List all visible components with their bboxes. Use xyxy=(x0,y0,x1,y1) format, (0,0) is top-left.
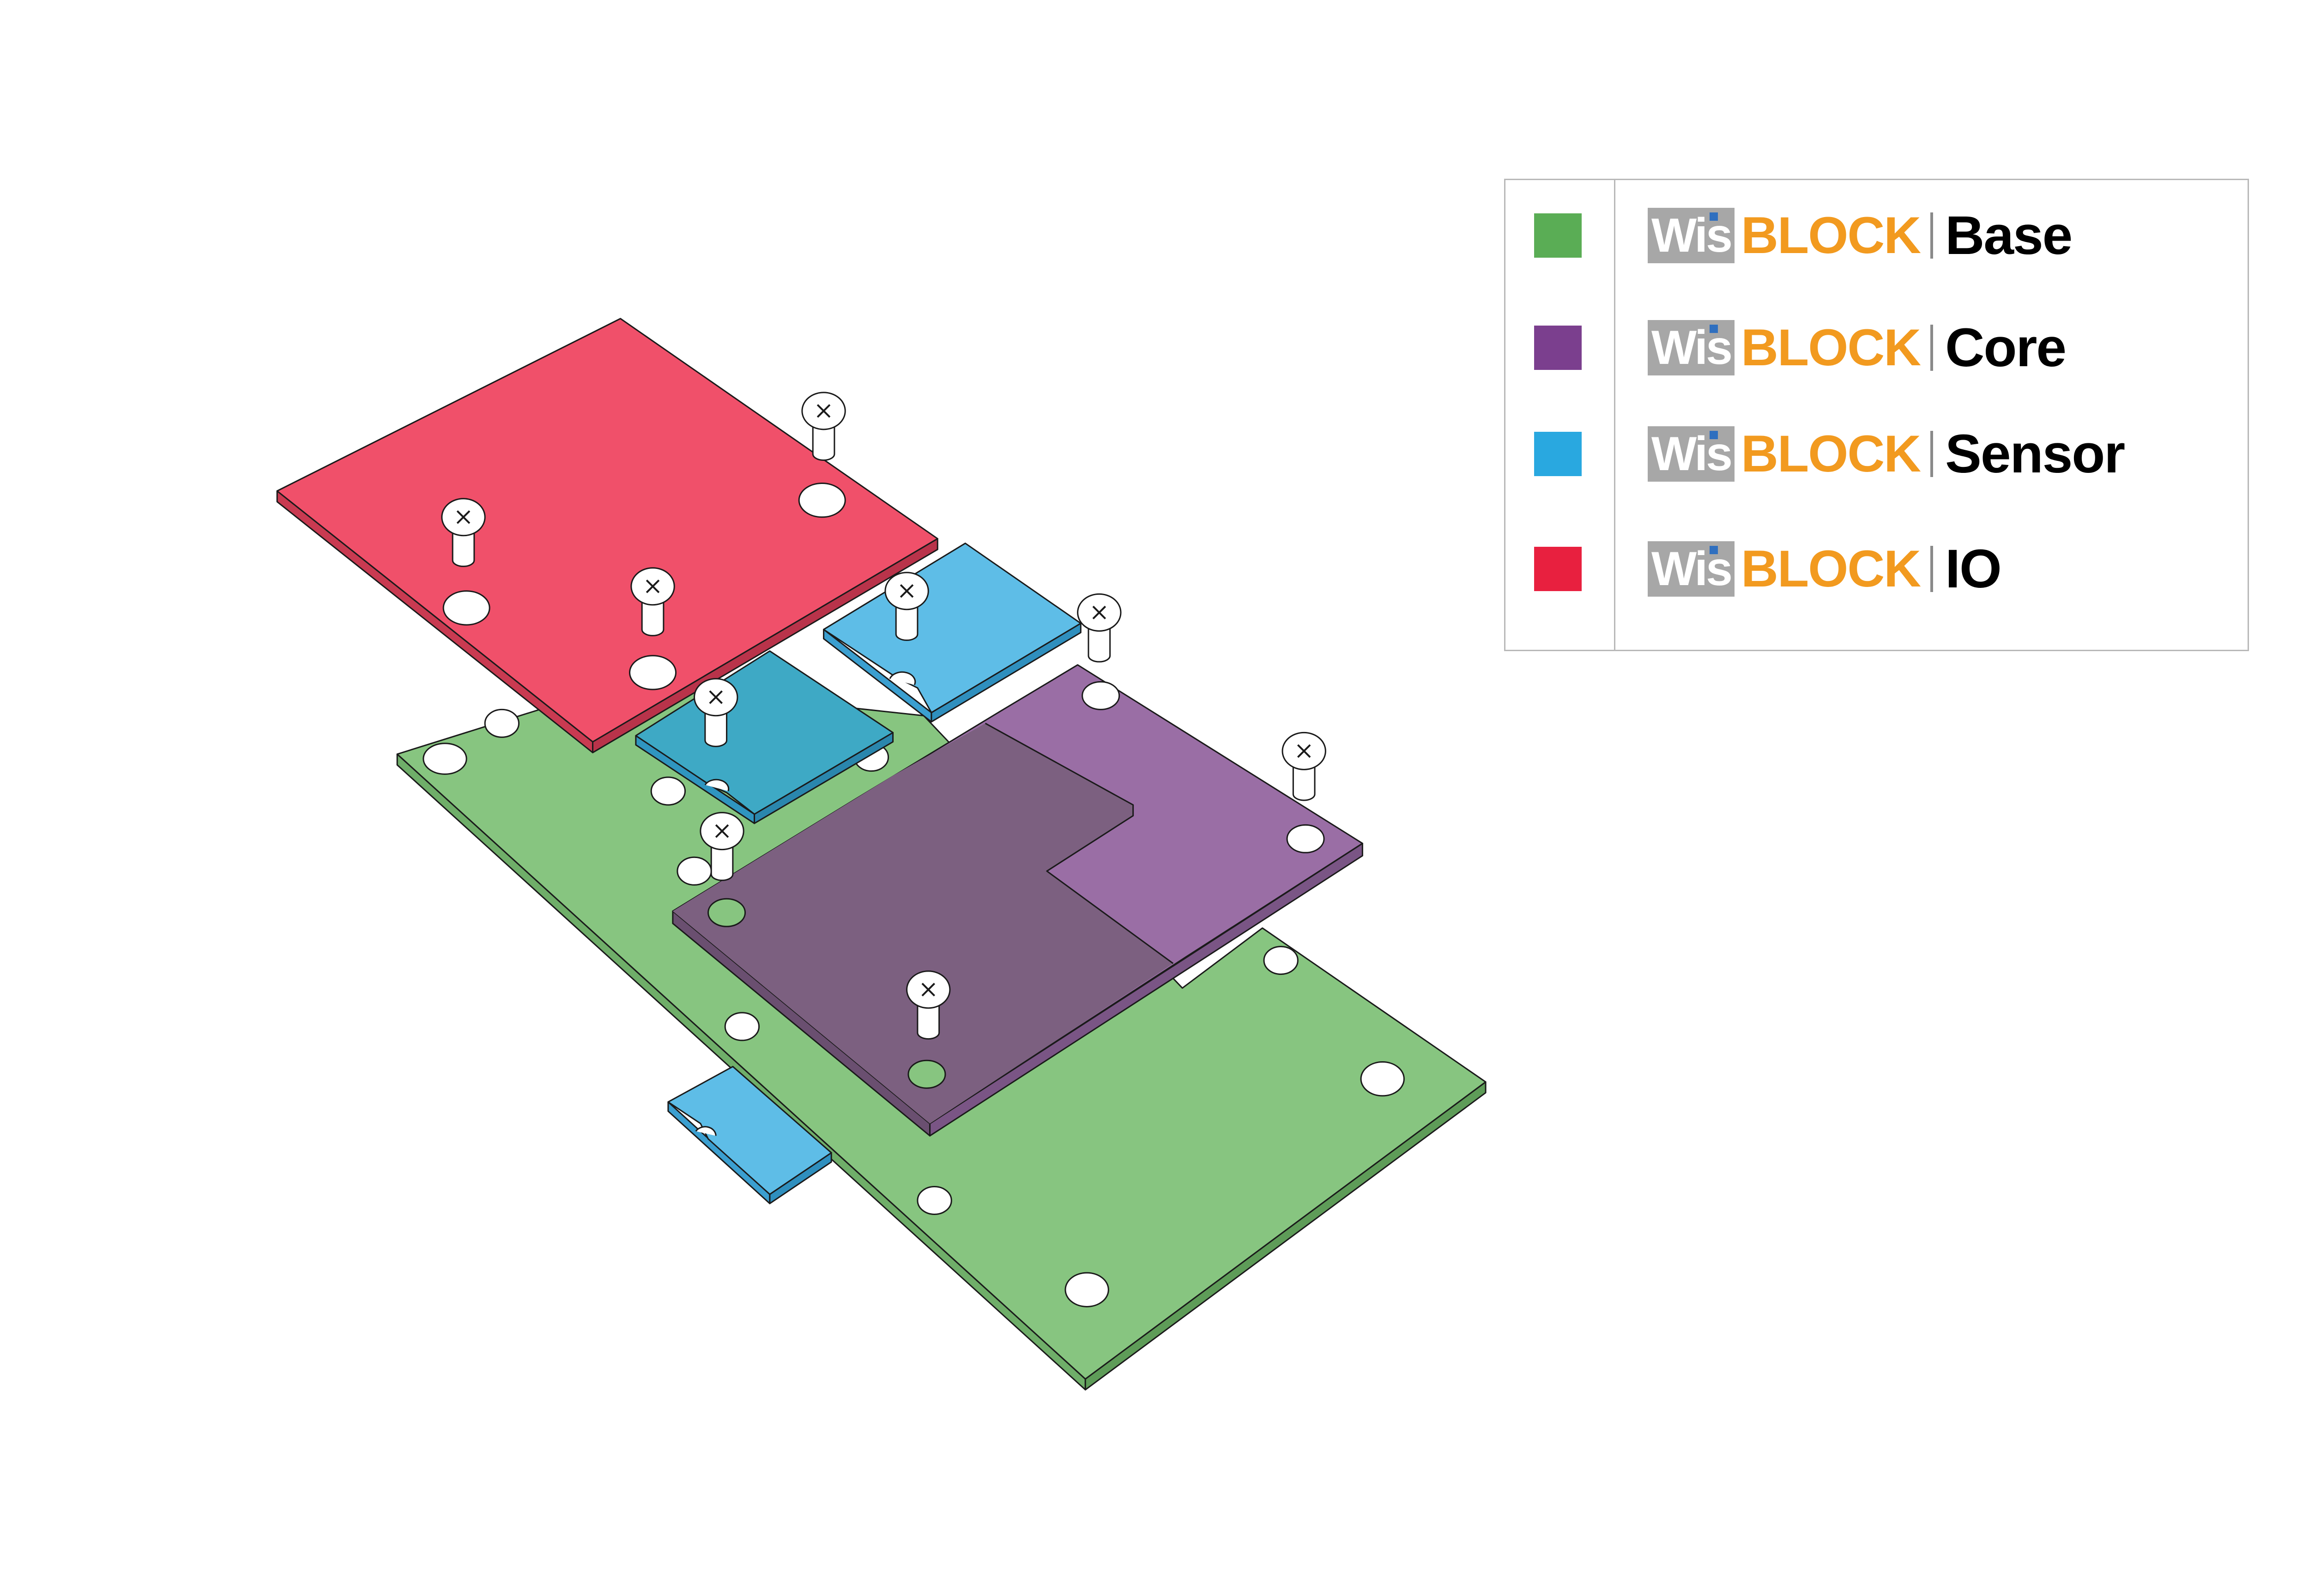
core-board xyxy=(672,664,1363,1137)
logo-block: BLOCK xyxy=(1741,319,1921,376)
core-hole xyxy=(1286,824,1325,853)
legend-divider xyxy=(1614,180,1615,650)
legend-swatch-io xyxy=(1534,547,1582,591)
logo-separator xyxy=(1930,212,1934,259)
screw-shaft xyxy=(710,842,734,881)
logo-separator xyxy=(1930,546,1934,592)
logo-wis: Wis xyxy=(1648,208,1735,263)
base-hole xyxy=(917,1186,952,1215)
screw xyxy=(884,572,929,641)
legend: Wis BLOCK Base Wis BLOCK Core Wis BLOCK … xyxy=(1504,179,2249,651)
wisblock-logo: Wis BLOCK Core xyxy=(1648,317,2067,378)
core-board-overlap xyxy=(672,723,1173,1124)
screws xyxy=(441,392,1326,1040)
sensor-board-left xyxy=(635,650,894,824)
screw-shaft xyxy=(452,528,475,567)
screw-shaft xyxy=(704,708,728,747)
legend-row-sensor: Wis BLOCK Sensor xyxy=(1505,412,2248,482)
base-hole xyxy=(1263,946,1299,975)
screw xyxy=(1077,593,1122,663)
logo-dot xyxy=(1710,212,1718,221)
screw-cross-icon xyxy=(646,580,660,593)
logo-wis: Wis xyxy=(1648,541,1735,597)
legend-row-base: Wis BLOCK Base xyxy=(1505,194,2248,263)
screw xyxy=(801,392,846,461)
sensor-board-lower xyxy=(667,1066,832,1204)
screw-cross-icon xyxy=(709,690,723,704)
screw-shaft xyxy=(1088,624,1111,663)
io-hole xyxy=(798,482,846,518)
screw xyxy=(630,567,675,636)
screw-cross-icon xyxy=(456,510,471,524)
base-hole xyxy=(650,776,686,806)
screw xyxy=(700,812,744,881)
sensor-right-notch xyxy=(889,671,916,685)
logo-dot xyxy=(1710,431,1718,439)
screw xyxy=(441,498,486,567)
wisblock-logo: Wis BLOCK Sensor xyxy=(1648,423,2125,484)
legend-swatch-base xyxy=(1534,213,1582,258)
logo-separator xyxy=(1930,325,1934,371)
legend-label-io: IO xyxy=(1945,538,2002,599)
wisblock-logo: Wis BLOCK IO xyxy=(1648,538,2002,599)
screw-cross-icon xyxy=(1092,605,1106,620)
screw-shaft xyxy=(641,598,665,636)
screw xyxy=(906,970,951,1040)
logo-block: BLOCK xyxy=(1741,540,1921,598)
io-board xyxy=(276,318,938,754)
logo-wis: Wis xyxy=(1648,426,1735,482)
screw-shaft xyxy=(917,1001,940,1040)
screw-shaft xyxy=(1292,762,1316,801)
screw xyxy=(694,678,738,747)
screw-cross-icon xyxy=(715,824,729,838)
legend-row-core: Wis BLOCK Core xyxy=(1505,306,2248,375)
legend-swatch-sensor xyxy=(1534,432,1582,476)
base-hole xyxy=(423,743,467,775)
legend-label-base: Base xyxy=(1945,205,2073,266)
sensor-left-notch xyxy=(704,779,730,792)
core-hole xyxy=(1082,681,1120,710)
sensor-lower-notch xyxy=(695,1126,717,1136)
logo-block: BLOCK xyxy=(1741,425,1921,483)
screw-shaft xyxy=(895,602,919,641)
logo-dot xyxy=(1710,546,1718,554)
screw-cross-icon xyxy=(921,983,936,997)
io-hole xyxy=(629,655,677,690)
base-hole xyxy=(1360,1061,1405,1097)
sensor-lower-top xyxy=(667,1066,832,1195)
io-hole xyxy=(442,590,490,626)
base-hole xyxy=(724,1012,760,1041)
core-board-overlap-edge xyxy=(985,723,1174,964)
wisblock-logo: Wis BLOCK Base xyxy=(1648,205,2073,266)
legend-label-core: Core xyxy=(1945,317,2067,378)
core-hole xyxy=(707,898,746,927)
screw xyxy=(1281,732,1326,801)
base-hole xyxy=(677,856,712,886)
screw-cross-icon xyxy=(900,584,914,598)
core-hole xyxy=(907,1059,946,1089)
screw-cross-icon xyxy=(1297,744,1311,758)
logo-wis: Wis xyxy=(1648,320,1735,375)
io-board-top xyxy=(276,318,938,743)
legend-swatch-core xyxy=(1534,326,1582,370)
logo-separator xyxy=(1930,431,1934,477)
logo-dot xyxy=(1710,325,1718,333)
legend-label-sensor: Sensor xyxy=(1945,423,2125,484)
logo-block: BLOCK xyxy=(1741,206,1921,264)
sensor-board-right xyxy=(823,542,1082,723)
screw-shaft xyxy=(812,422,835,461)
screw-cross-icon xyxy=(816,404,831,418)
base-hole xyxy=(1064,1272,1109,1307)
base-hole xyxy=(484,708,520,738)
legend-row-io: Wis BLOCK IO xyxy=(1505,527,2248,597)
